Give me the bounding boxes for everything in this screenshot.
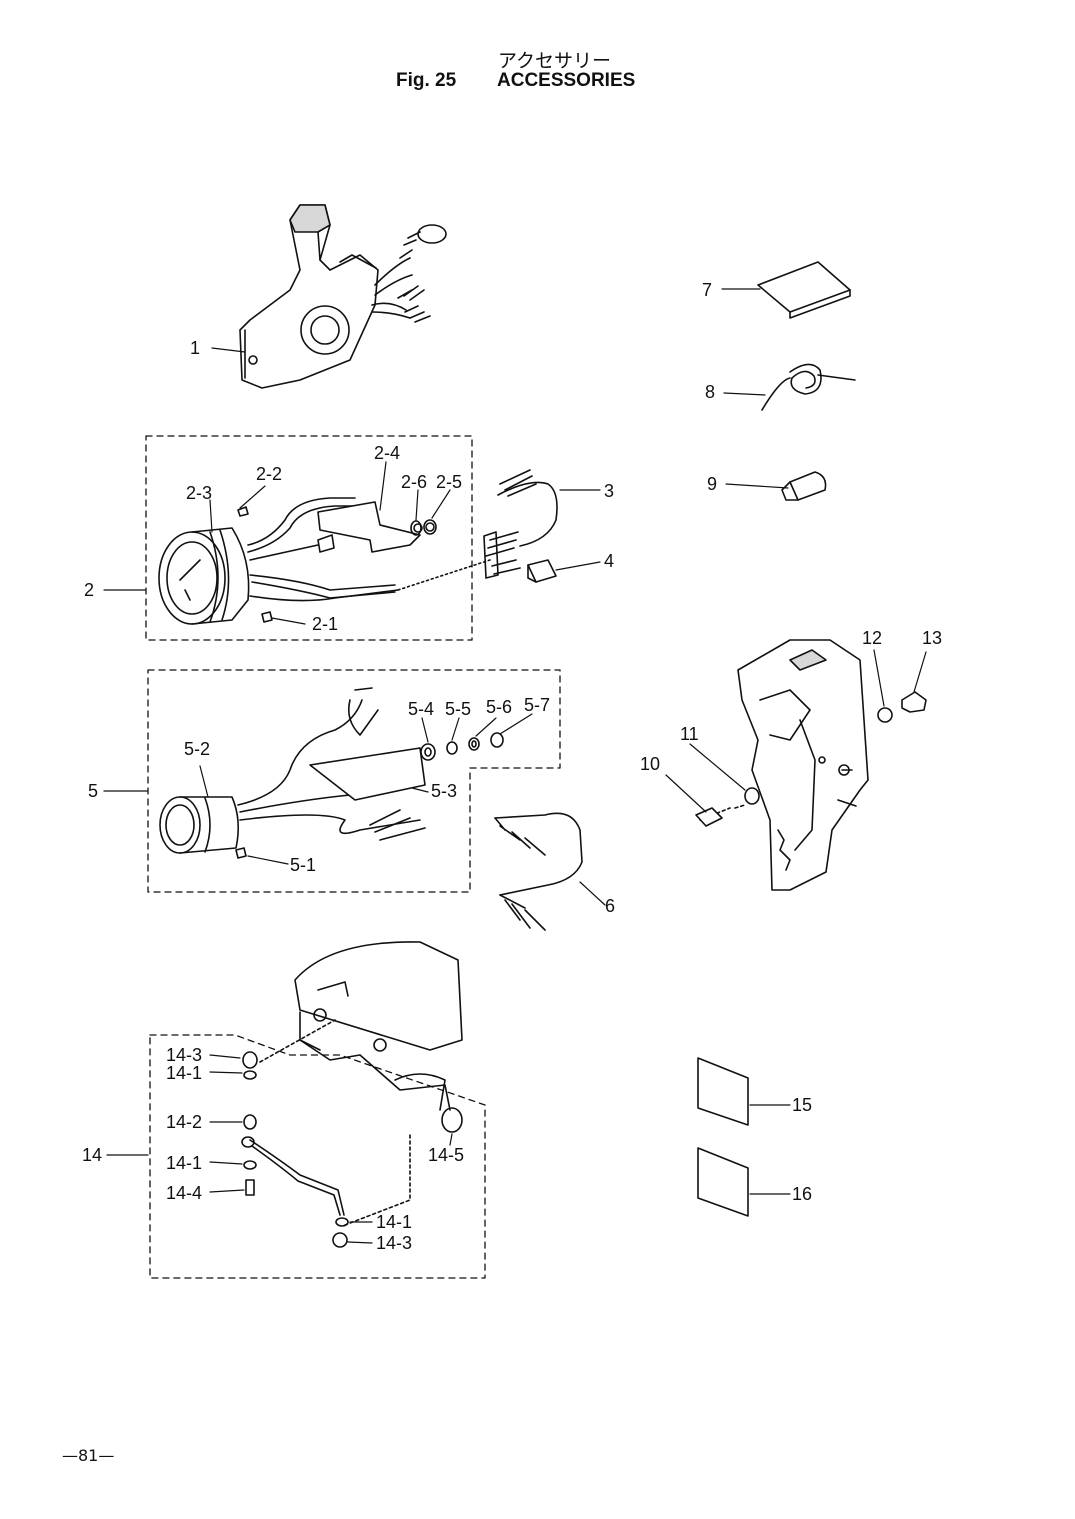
title-english: ACCESSORIES (497, 70, 636, 91)
link-rod-14 (241, 1051, 463, 1248)
callout-8: 8 (705, 382, 715, 402)
callout-2-6: 2-6 (401, 472, 427, 492)
callout-14: 14 (82, 1145, 102, 1165)
callout-14-1-bottom: 14-1 (376, 1212, 412, 1232)
callout-13: 13 (922, 628, 942, 648)
harness-6 (494, 812, 583, 931)
callout-2-1: 2-1 (312, 614, 338, 634)
callout-14-1-top: 14-1 (166, 1063, 202, 1083)
callout-14-3-bottom: 14-3 (376, 1233, 412, 1253)
callout-4: 4 (604, 551, 614, 571)
title-japanese: アクセサリー (498, 50, 612, 72)
callout-2: 2 (84, 580, 94, 600)
callout-14-5: 14-5 (428, 1145, 464, 1165)
harness-3 (483, 469, 558, 579)
callout-12: 12 (862, 628, 882, 648)
group-box-2 (145, 435, 473, 641)
callout-3: 3 (604, 481, 614, 501)
page-number: —81— (62, 1446, 115, 1465)
decal-15 (697, 1057, 749, 1126)
engine-cover-and-fittings (259, 941, 463, 1226)
figure-number: Fig. 25 (396, 70, 457, 91)
callout-11: 11 (680, 724, 699, 744)
spring-8 (761, 363, 856, 411)
washers-2-5-2-6 (410, 519, 437, 536)
callout-labels: 1 2 2-1 2-2 2-3 2-4 2-5 2-6 3 4 5 5-1 5-… (82, 280, 942, 1253)
callout-1: 1 (190, 338, 200, 358)
decal-16 (697, 1147, 749, 1217)
pad-7 (757, 261, 851, 319)
callout-5-5: 5-5 (445, 699, 471, 719)
callout-5-3: 5-3 (431, 781, 457, 801)
callout-2-5: 2-5 (436, 472, 462, 492)
washers-5-4-to-5-7 (420, 732, 504, 761)
callout-14-2: 14-2 (166, 1112, 202, 1132)
group-box-14 (149, 1034, 486, 1279)
callout-5-4: 5-4 (408, 699, 434, 719)
bracket-assembly (695, 639, 927, 891)
callout-16: 16 (792, 1184, 812, 1204)
callout-5-2: 5-2 (184, 739, 210, 759)
callout-14-1-mid: 14-1 (166, 1153, 202, 1173)
callout-14-4: 14-4 (166, 1183, 202, 1203)
callout-5-1: 5-1 (290, 855, 316, 875)
callout-14-3-top: 14-3 (166, 1045, 202, 1065)
anode-9 (781, 471, 827, 501)
callout-5-7: 5-7 (524, 695, 550, 715)
callout-2-2: 2-2 (256, 464, 282, 484)
callout-7: 7 (702, 280, 712, 300)
callout-2-3: 2-3 (186, 483, 212, 503)
group-box-5 (147, 669, 561, 893)
gauge-assembly-5 (159, 687, 426, 859)
callout-5: 5 (88, 781, 98, 801)
callout-5-6: 5-6 (486, 697, 512, 717)
remote-control-box (239, 204, 447, 389)
callout-10: 10 (640, 754, 660, 774)
callout-6: 6 (605, 896, 615, 916)
callout-9: 9 (707, 474, 717, 494)
callout-2-4: 2-4 (374, 443, 400, 463)
callout-15: 15 (792, 1095, 812, 1115)
connector-4 (527, 559, 557, 583)
gauge-assembly-2 (158, 497, 491, 625)
